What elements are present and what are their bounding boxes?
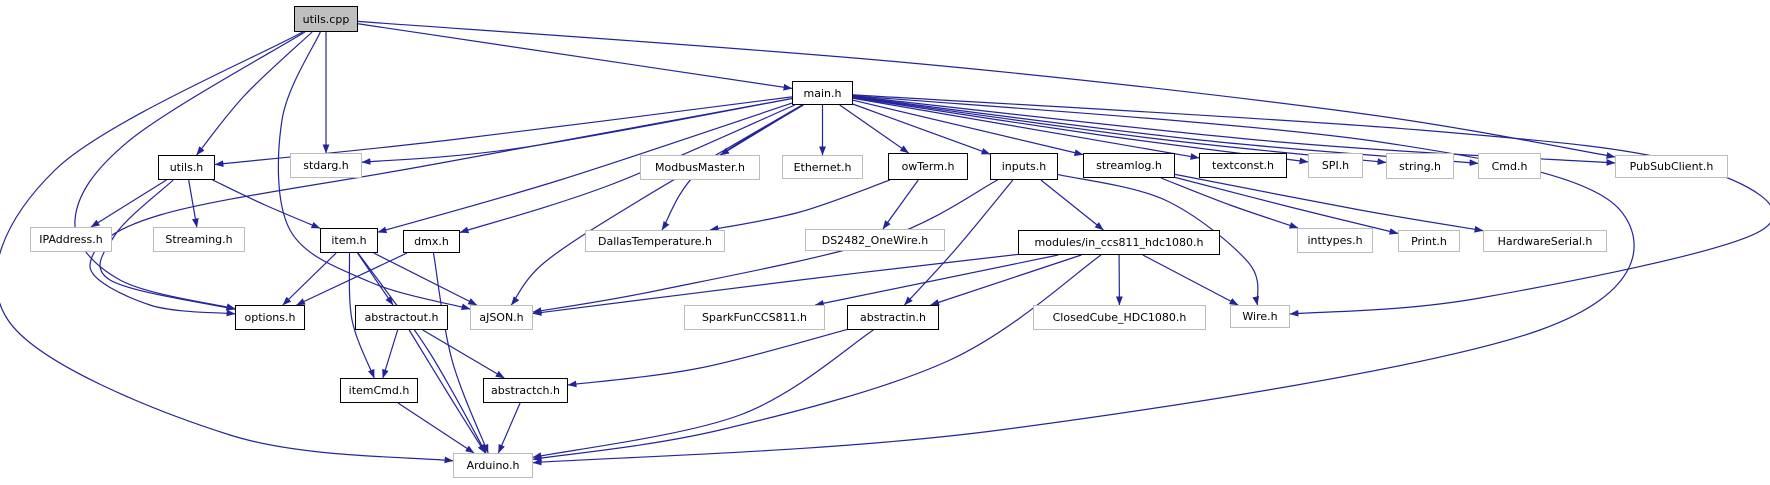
node-itemcmd-h[interactable]: itemCmd.h	[340, 378, 418, 403]
include-edge-utils-h--options-h	[99, 179, 236, 311]
node-string-h: string.h	[1386, 153, 1454, 179]
node-dallastemperature-h: DallasTemperature.h	[585, 230, 725, 252]
include-edge-main-h--ajson-h	[510, 104, 803, 306]
include-edge-main-h--utils-h	[214, 96, 793, 168]
include-edge-modules-in-ccs811-hdc1080-h--wire-h	[1142, 254, 1239, 306]
include-edge-itemcmd-h--arduino-h	[397, 402, 475, 454]
node-hardwareserial-h: HardwareSerial.h	[1483, 230, 1607, 252]
include-edge-item-h--abstractout-h	[357, 252, 394, 306]
node-sparkfunccs811-h: SparkFunCCS811.h	[684, 305, 825, 330]
node-abstractch-h[interactable]: abstractch.h	[483, 378, 568, 403]
node-ajson-h: aJSON.h	[470, 305, 533, 330]
include-edge-streamlog-h--hardwareserial-h	[1174, 173, 1484, 233]
include-edge-dmx-h--options-h	[296, 252, 408, 306]
node-utils-h[interactable]: utils.h	[158, 155, 215, 180]
include-edge-utils-h--item-h	[212, 179, 321, 229]
include-edge-main-h--textconst-h	[852, 97, 1200, 160]
include-edge-utils-cpp--ajson-h	[277, 31, 471, 311]
node-pubsubclient-h: PubSubClient.h	[1615, 155, 1728, 178]
include-edge-main-h--item-h	[377, 102, 793, 234]
include-edge-modules-in-ccs811-hdc1080-h--ajson-h	[532, 253, 1019, 316]
include-edge-streamlog-h--inttypes-h	[1160, 177, 1299, 229]
node-abstractin-h[interactable]: abstractin.h	[847, 305, 939, 330]
node-textconst-h[interactable]: textconst.h	[1199, 153, 1287, 178]
include-edge-abstractin-h--arduino-h	[532, 329, 874, 459]
node-dmx-h[interactable]: dmx.h	[403, 230, 460, 253]
include-edge-inputs-h--wire-h	[1057, 173, 1259, 306]
node-arduino-h: Arduino.h	[453, 453, 533, 478]
node-ethernet-h: Ethernet.h	[782, 155, 863, 179]
node-streaming-h: Streaming.h	[153, 227, 245, 252]
include-edge-utils-h--streaming-h	[188, 179, 199, 228]
node-closedcube-hdc1080-h: ClosedCube_HDC1080.h	[1033, 305, 1206, 330]
include-edge-main-h--dmx-h	[459, 104, 796, 234]
include-edge-utils-cpp--pubsubclient-h	[357, 20, 1616, 159]
include-edge-abstractch-h--arduino-h	[497, 402, 521, 454]
node-spi-h: SPI.h	[1308, 153, 1363, 178]
include-edge-abstractout-h--itemcmd-h	[382, 329, 399, 379]
node-item-h[interactable]: item.h	[320, 228, 378, 253]
include-edge-main-h--arduino-h	[532, 95, 1635, 466]
include-edge-main-h--options-h	[89, 98, 793, 317]
include-edge-streamlog-h--print-h	[1174, 176, 1399, 235]
include-edge-utils-h--ipaddress-h	[90, 179, 167, 228]
node-inttypes-h: inttypes.h	[1297, 228, 1373, 253]
include-edge-main-h--inputs-h	[852, 103, 991, 155]
include-edge-inputs-h--modules-in-ccs811-hdc1080-h	[1040, 179, 1104, 231]
node-owterm-h[interactable]: owTerm.h	[888, 153, 968, 180]
node-ipaddress-h: IPAddress.h	[30, 227, 112, 252]
include-edge-item-h--itemcmd-h	[348, 252, 375, 379]
include-edge-modules-in-ccs811-hdc1080-h--abstractin-h	[930, 254, 1082, 306]
node-stdarg-h: stdarg.h	[290, 153, 362, 178]
node-cmd-h: Cmd.h	[1478, 153, 1541, 179]
include-edge-abstractout-h--arduino-h	[408, 329, 486, 454]
include-edge-item-h--ajson-h	[373, 252, 478, 306]
node-streamlog-h[interactable]: streamlog.h	[1083, 153, 1175, 178]
node-ds2482-onewire-h: DS2482_OneWire.h	[805, 229, 945, 251]
node-wire-h: Wire.h	[1230, 305, 1290, 328]
node-utils-cpp: utils.cpp	[294, 6, 358, 32]
node-inputs-h[interactable]: inputs.h	[990, 153, 1058, 180]
include-edge-utils-cpp--utils-h	[196, 31, 313, 156]
include-edge-item-h--options-h	[282, 252, 337, 306]
include-edge-utils-cpp--options-h	[74, 31, 306, 311]
include-edge-modules-in-ccs811-hdc1080-h--arduino-h	[532, 254, 1102, 462]
node-modbusmaster-h: ModbusMaster.h	[640, 155, 760, 180]
include-edge-main-h--wire-h	[852, 94, 1770, 317]
node-modules-in-ccs811-hdc1080-h[interactable]: modules/in_ccs811_hdc1080.h	[1018, 230, 1220, 255]
include-edge-owterm-h--dallastemperature-h	[709, 179, 891, 232]
include-edge-abstractin-h--abstractch-h	[567, 328, 848, 388]
include-edge-item-h--arduino-h	[357, 252, 487, 454]
include-edge-dmx-h--arduino-h	[432, 252, 489, 454]
include-edge-main-h--owterm-h	[839, 104, 910, 154]
include-edge-abstractout-h--abstractch-h	[422, 329, 505, 379]
include-edge-utils-cpp--main-h	[357, 23, 793, 91]
include-edge-owterm-h--ds2482-onewire-h	[882, 179, 919, 230]
include-edge-utils-cpp--arduino-h	[0, 31, 454, 464]
include-edge-main-h--stdarg-h	[361, 97, 793, 165]
include-edge-main-h--streamlog-h	[852, 99, 1084, 156]
include-edge-inputs-h--ajson-h	[532, 179, 998, 314]
include-edge-modules-in-ccs811-hdc1080-h--sparkfunccs811-h	[814, 254, 1059, 307]
node-main-h[interactable]: main.h	[792, 81, 853, 105]
node-options-h[interactable]: options.h	[235, 305, 305, 330]
include-edge-inputs-h--abstractin-h	[904, 179, 1014, 306]
node-print-h: Print.h	[1398, 230, 1460, 252]
node-abstractout-h[interactable]: abstractout.h	[355, 305, 448, 330]
